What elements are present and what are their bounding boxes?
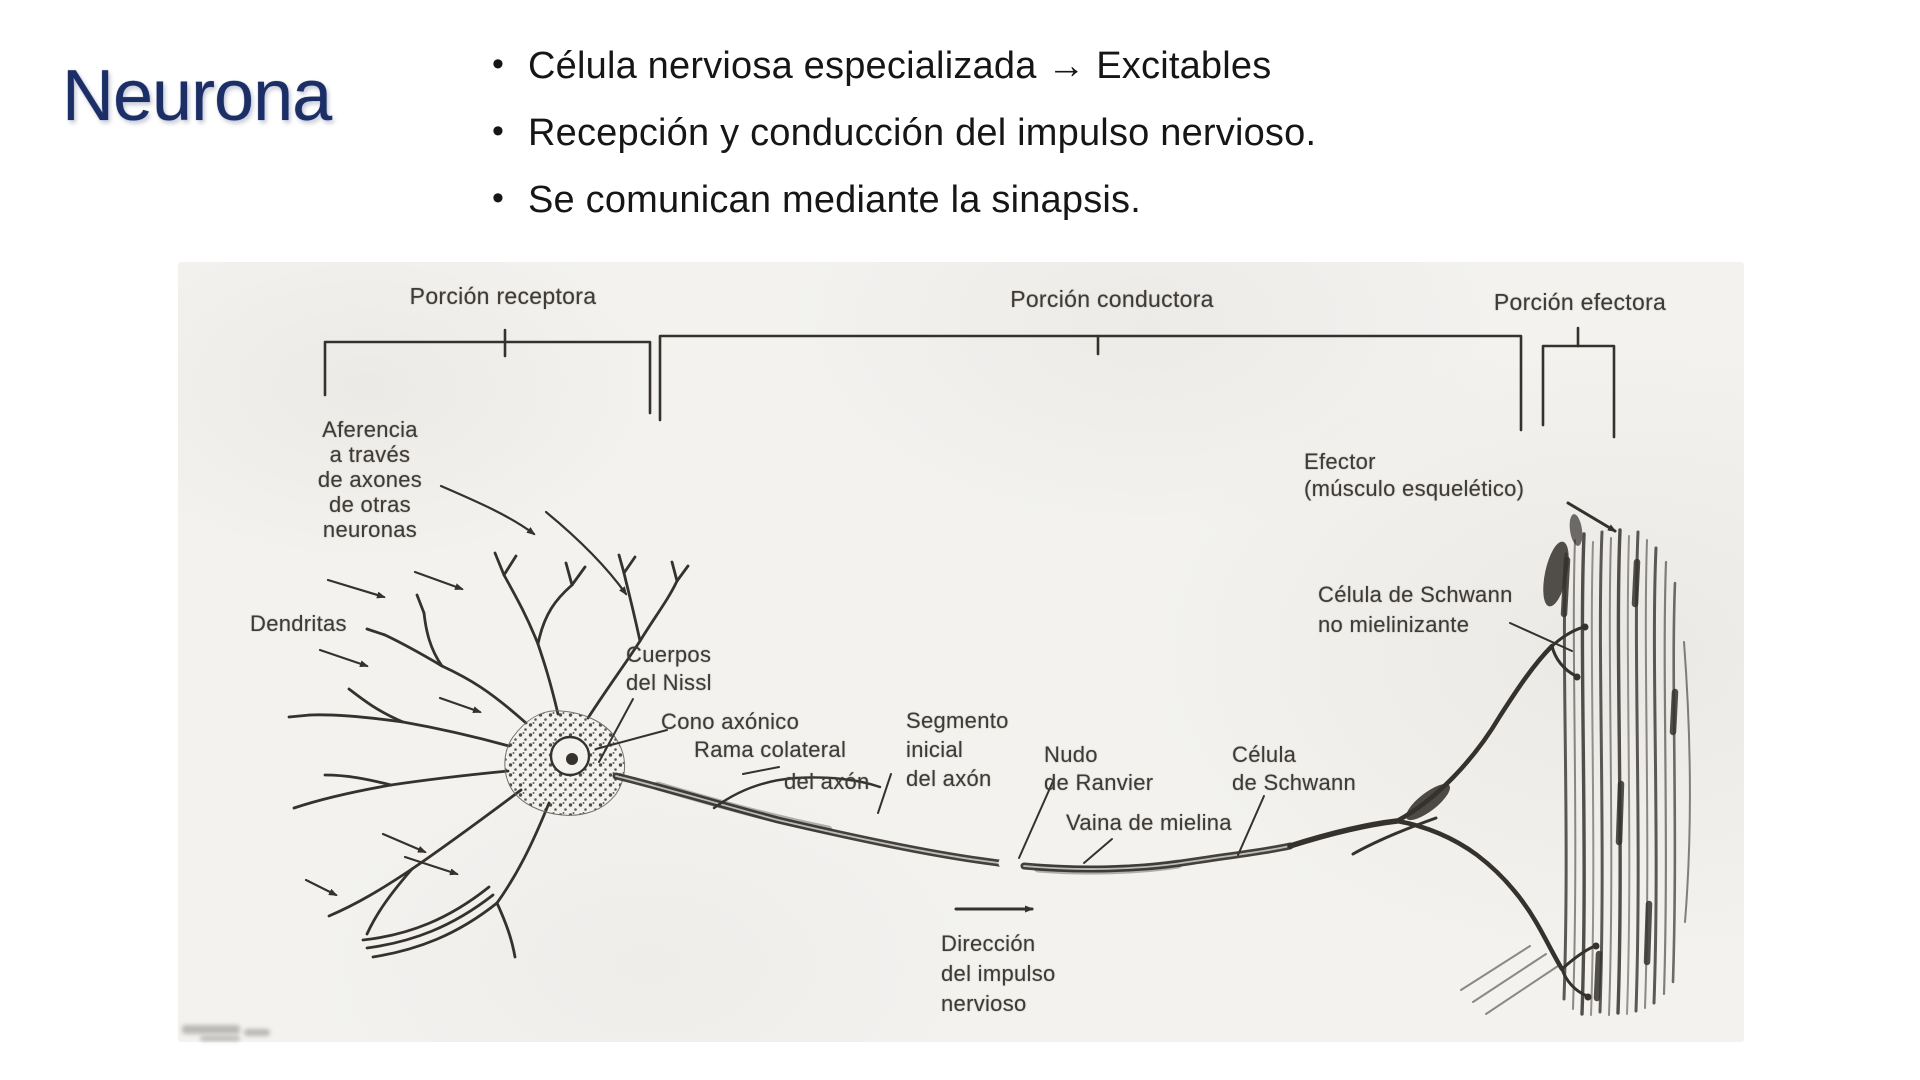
- bullet-item: • Se comunican mediante la sinapsis.: [492, 179, 1592, 221]
- label-porcion-efectora: Porción efectora: [1493, 289, 1667, 315]
- bullet-marker: •: [492, 45, 505, 83]
- muscle-fibers: [1460, 514, 1691, 1016]
- neuron-diagram: Porción receptora Porción conductora Por…: [178, 262, 1744, 1042]
- label-line: de Schwann: [1232, 770, 1357, 795]
- label-dendritas: Dendritas: [250, 611, 347, 636]
- label-line: nervioso: [941, 991, 1027, 1016]
- label-schwann-no-mielinizante: Célula de Schwann no mielinizante: [1318, 580, 1513, 640]
- soma: [504, 710, 625, 816]
- pointer-lines: [595, 622, 1573, 864]
- label-line: no mielinizante: [1318, 612, 1470, 637]
- label-segmento-inicial: Segmento inicial del axón: [906, 706, 1009, 793]
- bullet-marker: •: [492, 179, 505, 217]
- label-porcion-receptora: Porción receptora: [409, 283, 597, 309]
- nucleolus: [566, 753, 578, 765]
- label-cuerpos-nissl: Cuerpos del Nissl: [626, 641, 712, 697]
- bullet-marker: •: [492, 112, 505, 150]
- label-line: inicial: [906, 737, 964, 762]
- schwann-cell-bulge: [1406, 783, 1450, 821]
- label-direccion-impulso: Dirección del impulso nervioso: [941, 929, 1056, 1019]
- axon: [612, 623, 1600, 1001]
- label-line: (músculo esquelético): [1304, 476, 1525, 501]
- label-line: Efector: [1304, 449, 1376, 474]
- caption-smudge: [182, 1025, 240, 1034]
- label-nudo-ranvier: Nudo de Ranvier: [1044, 741, 1153, 797]
- label-rama-colateral-2: del axón: [784, 769, 870, 794]
- label-line: de Ranvier: [1044, 770, 1154, 795]
- label-porcion-conductora: Porción conductora: [1010, 286, 1214, 312]
- label-line: del Nissl: [626, 670, 712, 695]
- bullet-text: Célula nerviosa especializada → Excitabl…: [528, 45, 1272, 87]
- label-line: Célula de Schwann: [1318, 582, 1513, 607]
- label-cono-axonico: Cono axónico: [661, 709, 800, 734]
- label-line: de otras: [329, 492, 411, 517]
- label-line: Segmento: [906, 708, 1009, 733]
- dendrites: [287, 551, 690, 959]
- afferent-arrows: [304, 484, 628, 897]
- bullet-text: Se comunican mediante la sinapsis.: [528, 179, 1142, 221]
- label-line: a través: [329, 442, 411, 467]
- caption-smudge: [200, 1036, 240, 1041]
- label-line: de axones: [317, 467, 423, 492]
- axon-collateral: [712, 776, 882, 810]
- bullet-item: • Célula nerviosa especializada → Excita…: [492, 45, 1592, 87]
- label-efector: Efector (músculo esquelético): [1304, 448, 1524, 502]
- slide-title: Neurona: [62, 56, 332, 136]
- efector-pointer-arrow: [1566, 501, 1617, 533]
- label-rama-colateral: Rama colateral: [694, 737, 847, 762]
- label-line: del axón: [906, 766, 992, 791]
- bullet-item: • Recepción y conducción del impulso ner…: [492, 112, 1592, 154]
- label-line: Nudo: [1044, 742, 1098, 767]
- label-line: Cuerpos: [626, 642, 712, 667]
- annotation-arrows: [954, 501, 1617, 913]
- label-aferencia: Aferencia a través de axones de otras ne…: [260, 417, 480, 542]
- label-line: Dirección: [941, 931, 1036, 956]
- label-line: Aferencia: [322, 417, 418, 442]
- neuron-illustration: [287, 326, 1691, 1016]
- bullet-text: Recepción y conducción del impulso nervi…: [528, 112, 1317, 154]
- bullet-list: • Célula nerviosa especializada → Excita…: [492, 45, 1592, 247]
- caption-smudge: [244, 1029, 270, 1036]
- label-line: Célula: [1232, 742, 1297, 767]
- section-brackets: [323, 326, 1616, 439]
- label-vaina-mielina: Vaina de mielina: [1066, 810, 1232, 835]
- label-celula-schwann: Célula de Schwann: [1232, 741, 1356, 797]
- label-line: del impulso: [941, 961, 1056, 986]
- label-line: neuronas: [322, 517, 418, 542]
